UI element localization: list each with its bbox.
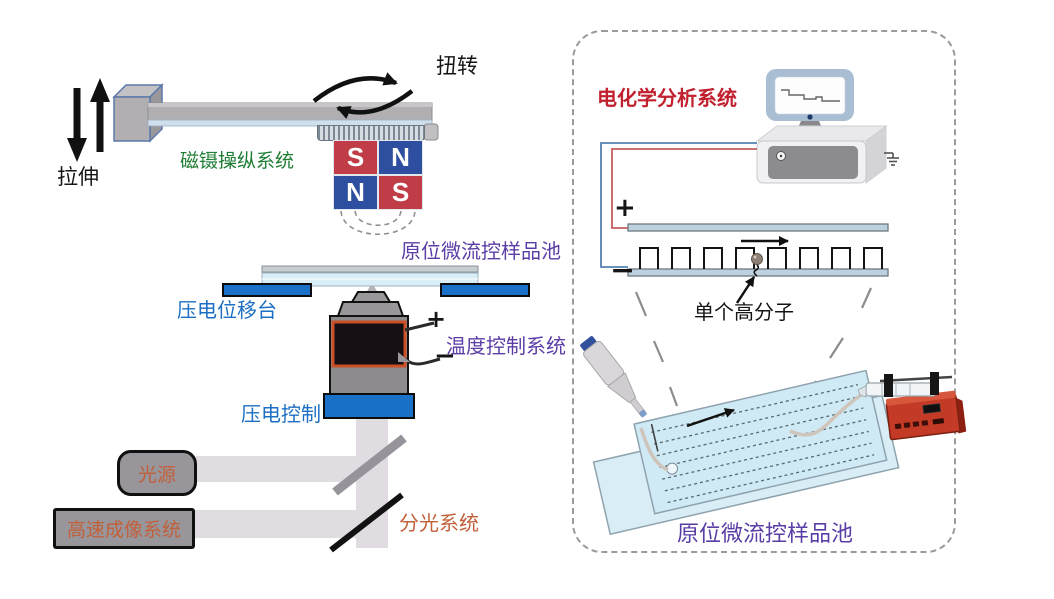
inlet-tube — [639, 427, 669, 472]
sample-cell-top-label: 原位微流控样品池 — [401, 241, 561, 263]
wire-negative — [600, 142, 757, 268]
objective — [329, 291, 441, 395]
piezo-stage-right — [440, 283, 530, 297]
ground-icon — [884, 152, 899, 166]
imaging-beam — [194, 510, 388, 538]
magnet-cell-se: S — [378, 175, 423, 210]
magnet-cell-sw: S — [333, 140, 378, 175]
imaging-box: 高速成像系统 — [53, 508, 195, 549]
magnet-clamp — [317, 125, 425, 141]
field-lines — [340, 210, 416, 236]
dashed-panel-border — [572, 30, 956, 553]
syringe-clamp-left — [884, 374, 893, 397]
heater-band — [331, 320, 407, 368]
electrode-minus-sign: − — [610, 253, 636, 288]
magnet-array: S N N S — [333, 140, 423, 210]
chip-channels — [651, 384, 875, 504]
molecule-pointer-arrow — [735, 276, 756, 304]
sample-cell-bottom-label: 原位微流控样品池 — [677, 521, 854, 546]
chip-inner-slide — [633, 369, 888, 515]
magnet-cell-ne: N — [378, 140, 423, 175]
magnet-cell-nw: N — [333, 175, 378, 210]
syringe-clamp-right — [930, 372, 939, 395]
polymer-bead — [751, 253, 763, 277]
analyzer-box — [755, 125, 888, 184]
stretch-label: 拉伸 — [57, 166, 99, 189]
outlet-tube — [789, 390, 867, 437]
comb-electrode — [639, 247, 883, 269]
single-polymer-label: 单个高分子 — [694, 302, 794, 324]
piezo-stage-left — [222, 283, 312, 297]
syringe-pump — [885, 390, 967, 441]
beam-split-label: 分光系统 — [399, 513, 479, 535]
heater-minus-sign: − — [434, 341, 456, 371]
stretch-arrows-icon — [67, 78, 110, 162]
chip-flow-arrow — [686, 408, 735, 428]
torsion-arrows-icon — [312, 72, 414, 120]
beam-splitter — [332, 434, 407, 496]
piezo-control-label: 压电控制 — [241, 404, 321, 426]
syringe — [857, 372, 953, 398]
mirror — [329, 492, 404, 553]
sample-slides — [261, 265, 479, 287]
cantilever-beam — [147, 102, 439, 141]
piezo-base — [323, 393, 415, 419]
magnet-system-label: 磁镊操纵系统 — [180, 151, 295, 172]
heater-wire-positive — [404, 321, 435, 332]
light-source-box: 光源 — [117, 450, 197, 496]
electrode-bottom — [627, 268, 889, 277]
signal-trace — [781, 89, 840, 102]
temperature-label: 温度控制系统 — [446, 336, 566, 358]
wire-positive — [611, 148, 757, 229]
imaging-label: 高速成像系统 — [66, 520, 181, 541]
chip-electrode-pad — [650, 423, 659, 452]
light-source-label: 光源 — [137, 464, 176, 486]
electrode-top — [627, 223, 889, 232]
heater-plus-sign: + — [426, 305, 447, 333]
pump-display — [922, 403, 942, 414]
piezo-stage-label: 压电位移台 — [177, 300, 277, 322]
twist-label: 扭转 — [436, 55, 478, 78]
beam-end-tab — [423, 123, 439, 141]
electrochem-label: 电化学分析系统 — [597, 88, 737, 110]
electrode-plus-sign: + — [614, 193, 636, 223]
pump-buttons — [894, 418, 945, 430]
pipette — [580, 336, 648, 418]
polymer-chain — [753, 264, 760, 277]
